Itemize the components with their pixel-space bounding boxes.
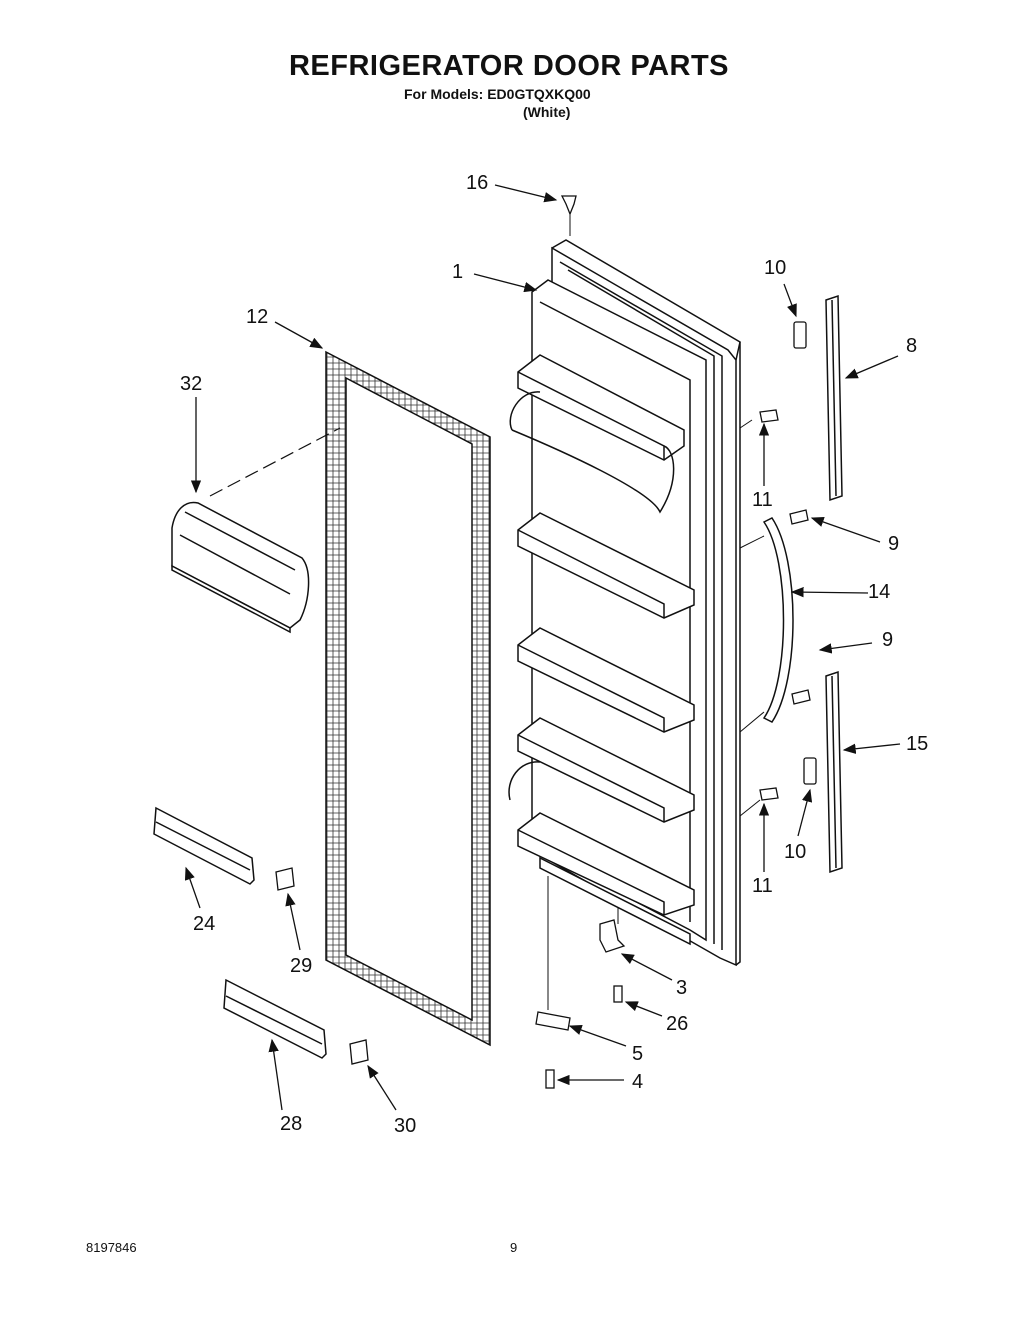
page-title: REFRIGERATOR DOOR PARTS [288, 50, 730, 82]
page-number: 9 [510, 1240, 518, 1255]
callout-1: 1 [452, 261, 463, 283]
callout-30: 30 [394, 1115, 416, 1137]
callout-10-top: 10 [764, 257, 786, 279]
callout-29: 29 [290, 955, 312, 977]
hardware-parts [275, 195, 817, 1089]
callout-28: 28 [280, 1113, 302, 1135]
callout-12: 12 [246, 306, 268, 328]
callout-9-bottom: 9 [882, 629, 893, 651]
color-line: (White) [523, 104, 571, 120]
assembly-line [547, 214, 619, 1010]
trim-strip-8 [825, 294, 843, 502]
callout-11-bottom: 11 [752, 875, 773, 897]
door-handle [762, 517, 794, 723]
callout-11-top: 11 [752, 489, 773, 511]
dashed-leader [209, 427, 341, 497]
document-number: 8197846 [86, 1240, 137, 1255]
callout-26: 26 [666, 1013, 688, 1035]
shelf-cover-32 [171, 501, 310, 634]
callout-32: 32 [180, 373, 202, 395]
trim-strip-15 [825, 670, 843, 874]
trim-piece-24 [153, 806, 255, 885]
callout-9-top: 9 [888, 533, 899, 555]
callout-3: 3 [676, 977, 687, 999]
callout-24: 24 [193, 913, 215, 935]
assembly-line [739, 419, 765, 817]
models-line: For Models: ED0GTQXKQ00 [404, 86, 591, 102]
callout-10-bottom: 10 [784, 841, 806, 863]
door-liner [508, 239, 741, 967]
door-gasket [325, 350, 491, 1047]
callout-16: 16 [466, 172, 488, 194]
leader-arrows [184, 184, 901, 1111]
callout-5: 5 [632, 1043, 643, 1065]
callout-4: 4 [632, 1071, 643, 1093]
callout-14: 14 [868, 581, 890, 603]
callout-8: 8 [906, 335, 917, 357]
callout-labels: 16 1 12 32 10 8 11 9 14 9 15 10 11 24 29… [180, 172, 928, 1137]
trim-piece-28 [223, 978, 327, 1059]
callout-15: 15 [906, 733, 928, 755]
